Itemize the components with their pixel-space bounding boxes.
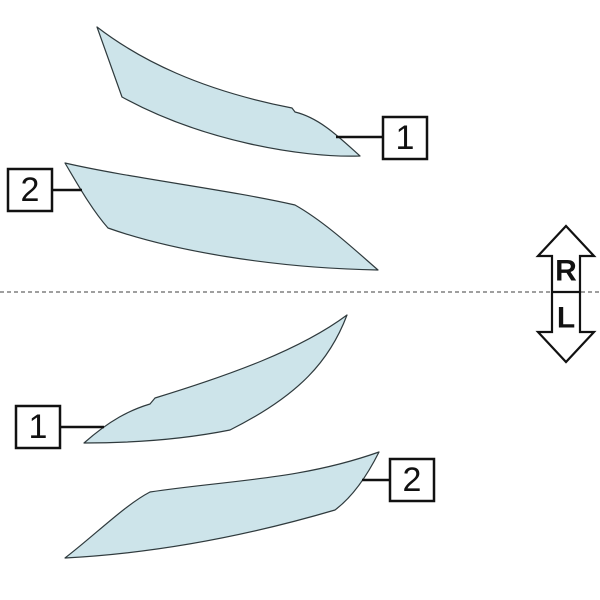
callout-box-right-1	[381, 115, 429, 161]
callout-number-right-2: 2	[21, 171, 40, 209]
part-1-right	[96, 26, 361, 157]
orientation-label-left: L	[557, 302, 575, 335]
part-2-right	[64, 162, 379, 271]
right-side-group: 1 2	[6, 26, 429, 271]
callout-box-right-2	[6, 167, 54, 213]
orientation-label-right: R	[555, 255, 577, 288]
orientation-indicator: R L	[535, 224, 597, 364]
callout-number-right-1: 1	[396, 119, 415, 157]
left-side-group: 1 2	[14, 314, 436, 559]
callout-box-left-2	[388, 457, 436, 503]
part-1-left	[83, 314, 348, 444]
callout-number-left-1: 1	[29, 408, 48, 446]
callout-number-left-2: 2	[403, 461, 422, 499]
callout-box-left-1	[14, 404, 62, 450]
part-2-left	[64, 451, 380, 559]
double-arrow-icon	[535, 224, 597, 364]
